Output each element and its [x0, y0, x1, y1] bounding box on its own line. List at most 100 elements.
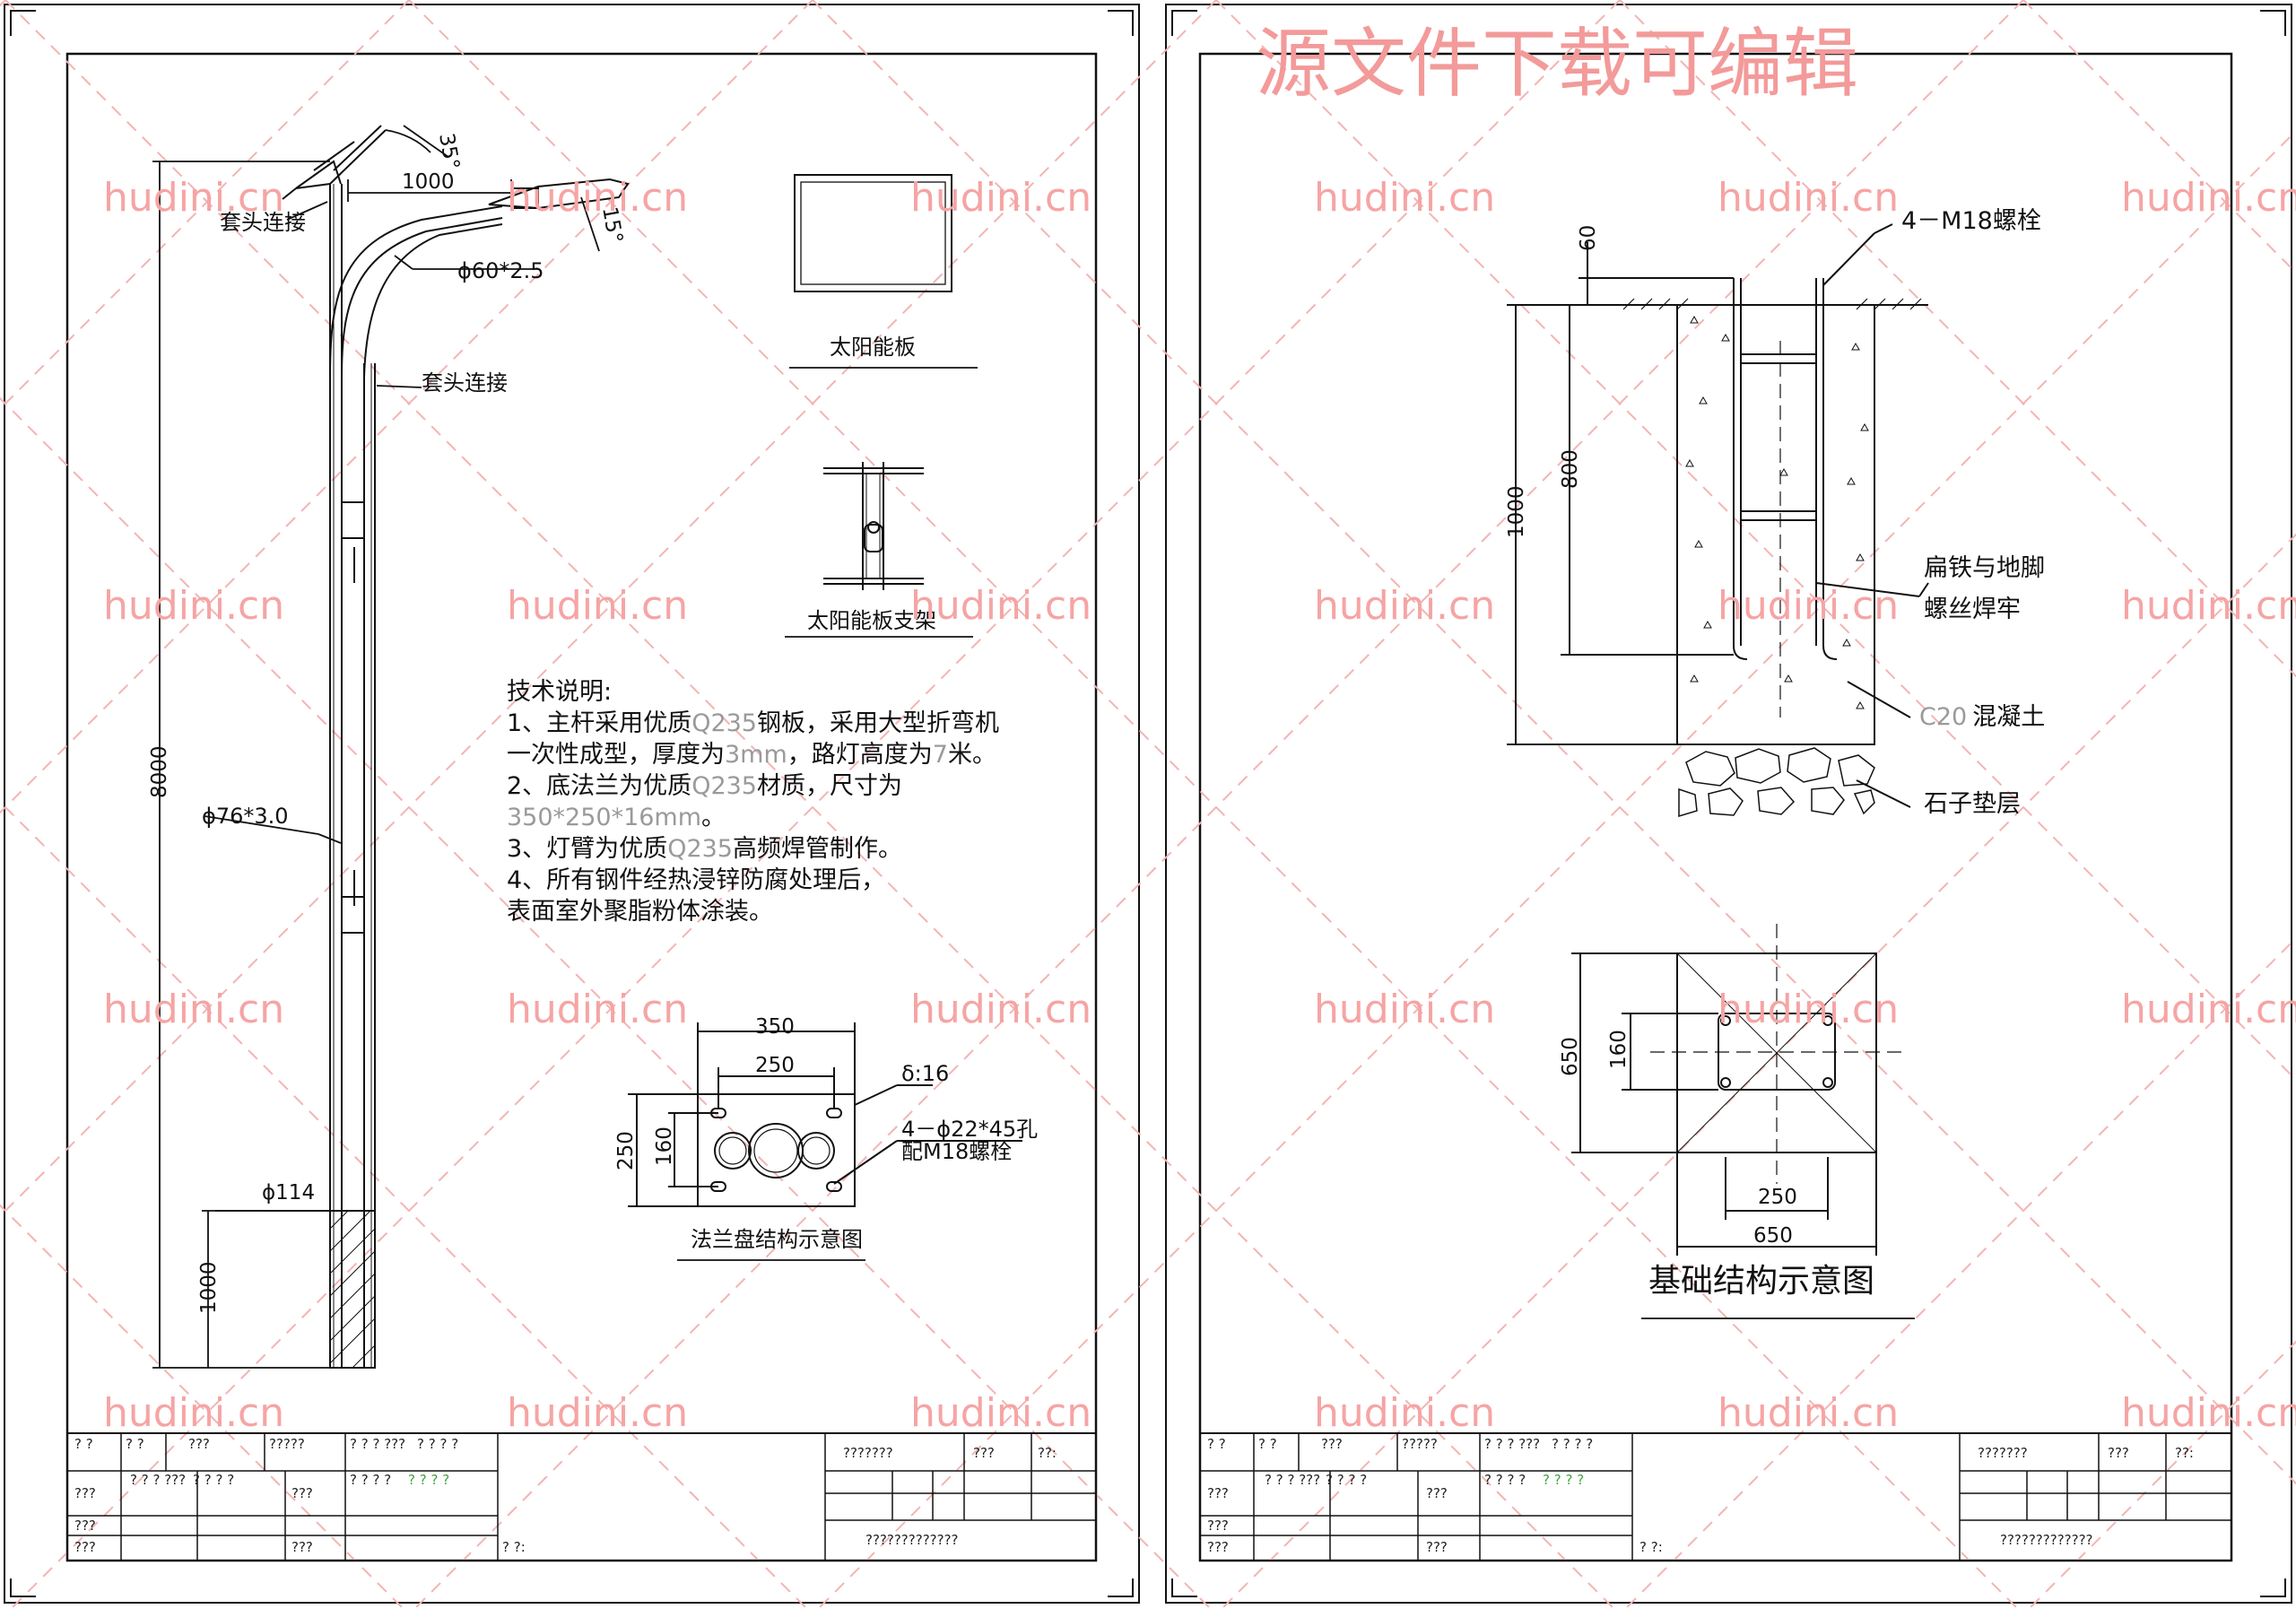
solar-panel-drawing — [789, 174, 978, 369]
pole-dimensions — [152, 125, 600, 1369]
tb-left-r1-c4: ????? — [269, 1436, 305, 1452]
tb-right-r1-c4: ????? — [1402, 1436, 1438, 1452]
arm-pipe-label: ϕ60*2.5 — [457, 258, 544, 283]
weld-note-line-2: 螺丝焊牢 — [1924, 596, 2021, 623]
watermark-site-text: hudini.cn — [507, 175, 688, 221]
watermark-site-text: hudini.cn — [1718, 987, 1899, 1032]
tb-right-r2-c3: ? ? ? ? — [1326, 1472, 1367, 1488]
tb-left-r2-c5: ? ? ? ? — [350, 1472, 391, 1488]
tb-right-r2-c6: ? ? ? ? — [1543, 1472, 1584, 1488]
tb-right-r1-c6: ? ? ? ? — [1552, 1436, 1593, 1452]
watermark-site-text: hudini.cn — [507, 1390, 688, 1436]
flange-width-outer: 350 — [755, 1015, 795, 1039]
watermark-banner: 源文件下载可编辑 — [1256, 20, 1858, 108]
watermark-diagonal-line — [1215, 0, 2296, 1082]
tb-right-r1-c3: ??? — [1321, 1436, 1343, 1452]
tb-left-r1-c1: ? ? — [74, 1436, 93, 1452]
weld-note-line-1: 扁铁与地脚 — [1924, 554, 2045, 582]
plan-bolt-span-dim: 250 — [1758, 1186, 1797, 1209]
flange-width-inner: 250 — [755, 1054, 795, 1077]
tb-right-r4-c2: ??? — [1426, 1539, 1448, 1555]
flange-bolts: 配M18螺栓 — [901, 1139, 1012, 1164]
foundation-depth-dim: 1000 — [1505, 485, 1528, 538]
tb-right-r1-c2: ? ? — [1258, 1436, 1277, 1452]
watermark-diagonal-line — [0, 1204, 404, 1609]
sleeve-top-label: 套头连接 — [220, 210, 306, 235]
pole-pipe-label: ϕ76*3.0 — [202, 804, 289, 829]
flange-thickness: δ:16 — [901, 1061, 949, 1086]
tb-right-drawing-no: ????????????? — [2000, 1532, 2093, 1548]
tb-left-r3-c1: ??? — [74, 1518, 96, 1534]
tb-left-r2-c3: ? ? ? ? — [193, 1472, 234, 1488]
plan-inner-dim: 160 — [1607, 1030, 1631, 1069]
watermark-diagonal-line — [408, 0, 2019, 1609]
watermark-diagonal-line — [817, 129, 2296, 1609]
technical-notes: 技术说明: 1、主杆采用优质Q235钢板，采用大型折弯机 一次性成型，厚度为3m… — [507, 678, 999, 926]
tb-right-r1-c5: ? ? ? ??? — [1484, 1436, 1540, 1452]
plan-side-dim: 650 — [1559, 1037, 1582, 1076]
watermark-site-text: hudini.cn — [2121, 583, 2296, 629]
tb-left-r4-c3: ? ?: — [502, 1539, 526, 1555]
tb-right-right-1: ??????? — [1978, 1445, 2028, 1461]
tb-left-r4-c2: ??? — [291, 1539, 313, 1555]
watermark-site-text: hudini.cn — [1718, 175, 1899, 221]
tb-right-r1-c1: ? ? — [1207, 1436, 1226, 1452]
watermark-diagonal-line — [413, 0, 2024, 1609]
tb-right-r2-c2: ? ? ? ??? — [1265, 1472, 1320, 1488]
gravel-label: 石子垫层 — [1924, 790, 2021, 818]
foundation-plan-labels: 650 160 250 650 基础结构示意图 — [1559, 1030, 1874, 1300]
tb-right-right-3: ??: — [2175, 1445, 2194, 1461]
watermark-diagonal-line — [0, 396, 1212, 1609]
watermark-site-text: hudini.cn — [910, 583, 1091, 629]
tb-left-r1-c3: ??? — [188, 1436, 210, 1452]
tb-right-r3-c1: ??? — [1207, 1518, 1229, 1534]
tb-left-r2-c4: ??? — [291, 1485, 313, 1501]
watermark-diagonal-line — [2028, 1340, 2296, 1609]
watermark-site-text: hudini.cn — [1314, 583, 1495, 629]
watermark-site-text: hudini.cn — [2121, 987, 2296, 1032]
tb-left-r1-c2: ? ? — [126, 1436, 144, 1452]
pole-labels: 套头连接 套头连接 ϕ60*2.5 ϕ76*3.0 ϕ114 1000 8000… — [148, 132, 627, 1314]
watermark-site-text: hudini.cn — [103, 583, 284, 629]
sleeve-mid-label: 套头连接 — [422, 370, 508, 396]
tb-right-r4-c3: ? ?: — [1639, 1539, 1663, 1555]
tb-left-drawing-no: ????????????? — [865, 1532, 959, 1548]
pole-elevation — [282, 125, 630, 1369]
watermark-site-text: hudini.cn — [1314, 175, 1495, 221]
watermark-site-text: hudini.cn — [1718, 583, 1899, 629]
watermark-site-text: hudini.cn — [103, 1390, 284, 1436]
watermark-site-text: hudini.cn — [507, 583, 688, 629]
foundation-plan — [1571, 924, 1915, 1319]
watermark-site-text: hudini.cn — [910, 1390, 1091, 1436]
title-block-left: ? ? ? ? ??? ????? ? ? ? ??? ? ? ? ? ??? … — [66, 1432, 1097, 1561]
foundation-section — [1507, 223, 1929, 818]
watermark-diagonal-line — [1221, 533, 2296, 1609]
notes-heading: 技术说明: — [507, 678, 612, 706]
watermark-site-text: hudini.cn — [1314, 987, 1495, 1032]
top-exposure-dim: 60 — [1577, 225, 1600, 251]
base-dia-label: ϕ114 — [262, 1181, 315, 1205]
tb-left-right-2: ??? — [973, 1445, 995, 1461]
watermark-diagonal-line — [2022, 0, 2296, 274]
watermark-site-text: hudini.cn — [507, 987, 688, 1032]
buried-depth-label: 1000 — [197, 1261, 221, 1314]
anchor-bolts-label: 4－M18螺栓 — [1901, 207, 2041, 235]
foundation-title: 基础结构示意图 — [1648, 1263, 1874, 1300]
tb-left-right-1: ??????? — [843, 1445, 893, 1461]
notes-line-7: 表面室外聚脂粉体涂装。 — [507, 898, 773, 926]
watermark-diagonal-line — [1624, 936, 2296, 1609]
plan-width-dim: 650 — [1753, 1224, 1793, 1248]
solar-panel-title: 太阳能板 — [830, 335, 916, 360]
tb-right-r2-c5: ? ? ? ? — [1484, 1472, 1526, 1488]
tb-left-r2-c2: ? ? ? ??? — [130, 1472, 186, 1488]
watermark-site-text: hudini.cn — [2121, 175, 2296, 221]
watermark-site-text: hudini.cn — [2121, 1390, 2296, 1436]
watermark-site-text: hudini.cn — [910, 175, 1091, 221]
notes-line-5: 3、灯臂为优质Q235高频焊管制作。 — [507, 835, 902, 863]
flange-holes: 4－ϕ22*45孔 — [901, 1117, 1038, 1142]
angle-top-label: 35° — [434, 132, 464, 172]
watermark-diagonal-line — [812, 0, 2296, 1485]
